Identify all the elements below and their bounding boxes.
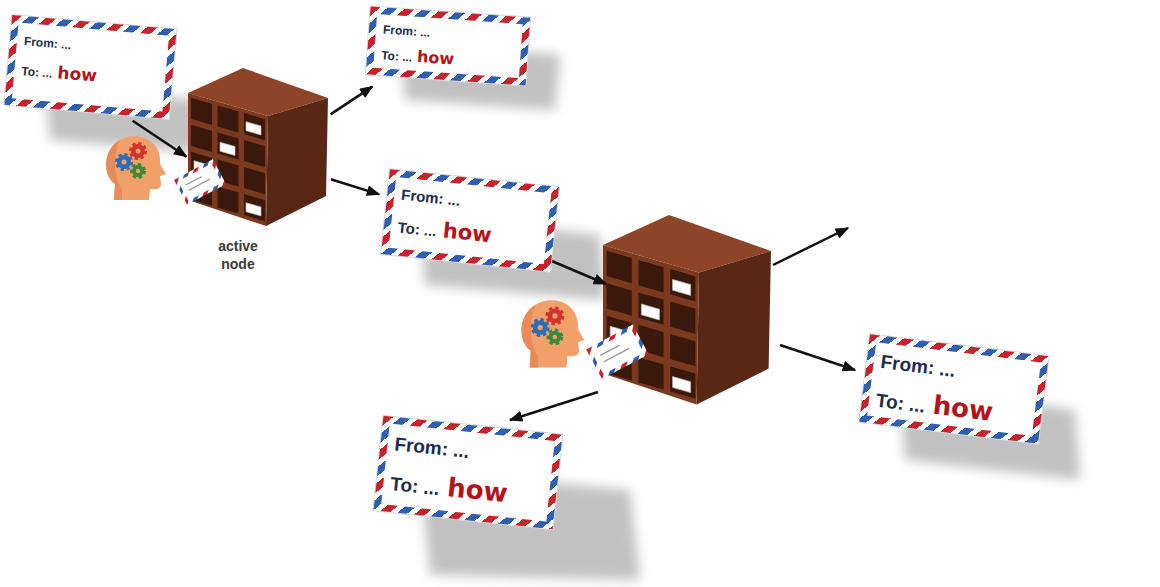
sender-line: From: ... [400, 186, 461, 209]
address-row: To: ...how [874, 381, 1043, 435]
how-word: how [57, 62, 98, 85]
flow-arrows [510, 228, 855, 420]
envelope-shadows [45, 40, 1080, 580]
address-row: From: ... [382, 18, 529, 49]
flow-arrow [773, 228, 848, 265]
recipient-line: To: ... [397, 218, 437, 239]
envelope-node: From: ...To: ...how [859, 334, 1048, 443]
sorting-cabinet [586, 215, 771, 405]
node-label: active node [208, 238, 268, 273]
recipient-line: To: ... [875, 389, 926, 416]
address-row: From: ... [879, 350, 1047, 395]
sender-line: From: ... [383, 22, 431, 39]
flow-arrow [510, 392, 598, 420]
envelope-node: From: ... To: ...how [4, 15, 176, 119]
how-word: how [442, 218, 493, 247]
recipient-line: To: ... [21, 64, 53, 81]
thinking-head [106, 136, 166, 200]
thinking-head [522, 300, 585, 367]
flow-arrow [331, 87, 373, 115]
envelope-node: From: ... To: ...how [374, 416, 563, 529]
sorting-cabinet [174, 68, 328, 226]
sender-line: From: ... [23, 34, 71, 52]
cabinet-outline [188, 68, 328, 228]
how-word: how [446, 472, 509, 508]
sender-line: From: ... [880, 351, 957, 381]
address-row: From: ... [393, 432, 561, 474]
envelope-address: From: ... To: ...how [367, 7, 531, 76]
envelope-address: From: ...To: ...how [860, 334, 1048, 435]
address-row: From: ... [400, 185, 557, 222]
how-word: how [416, 47, 454, 69]
envelope-node: From: ... To: ...how [381, 169, 559, 271]
active-node-cabinet: active node [188, 68, 328, 228]
recipient-line: To: ... [389, 473, 440, 499]
flow-arrow [331, 179, 379, 194]
how-word: how [931, 389, 995, 426]
recipient-line: To: ... [381, 48, 413, 64]
sender-line: From: ... [394, 433, 471, 462]
address-row: From: ... [23, 30, 175, 64]
envelope-node: From: ... To: ...how [366, 7, 530, 86]
flow-arrow [780, 345, 855, 370]
flow-arrow [133, 121, 187, 157]
